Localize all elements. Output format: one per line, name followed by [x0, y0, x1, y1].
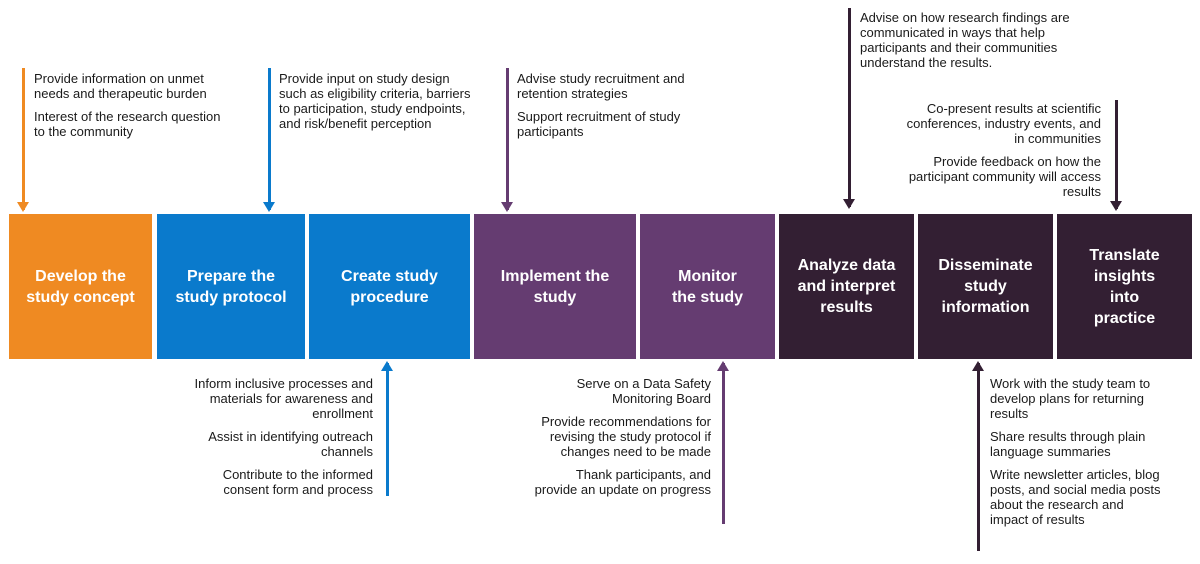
- note-analyze: Advise on how research findings are comm…: [860, 10, 1105, 78]
- note-item: Write newsletter articles, blog posts, a…: [990, 467, 1161, 527]
- step-implement-study: Implement the study: [474, 214, 636, 359]
- note-item: Share results through plain language sum…: [990, 429, 1146, 459]
- step-create-procedure: Create study procedure: [309, 214, 470, 359]
- note-item: Advise study recruitment and retention s…: [517, 71, 685, 101]
- note-disseminate: Work with the study team to develop plan…: [990, 376, 1165, 535]
- step-analyze-data: Analyze data and interpret results: [779, 214, 914, 359]
- note-item: Provide information on unmet needs and t…: [34, 71, 207, 101]
- arrow-down-implement: [501, 68, 513, 212]
- step-label: Create study procedure: [341, 267, 438, 306]
- note-procedure: Inform inclusive processes and materials…: [180, 376, 373, 505]
- step-label: Prepare the study protocol: [175, 267, 287, 306]
- step-label: Analyze data and interpret results: [797, 257, 896, 316]
- note-concept: Provide information on unmet needs and t…: [34, 71, 234, 147]
- note-item: Co-present results at scientific confere…: [906, 101, 1101, 146]
- note-item: Thank participants, and provide an updat…: [534, 467, 711, 497]
- step-label: Disseminate study information: [938, 257, 1033, 316]
- arrow-up-disseminate: [972, 361, 984, 551]
- arrow-down-protocol: [263, 68, 275, 212]
- step-label: Translate insights into practice: [1089, 246, 1160, 327]
- note-item: Support recruitment of study participant…: [517, 109, 681, 139]
- arrow-down-translate: [1110, 100, 1122, 211]
- arrow-up-monitor: [717, 361, 729, 524]
- arrow-down-analyze: [843, 8, 855, 209]
- note-protocol: Provide input on study design such as el…: [279, 71, 479, 139]
- step-develop-concept: Develop the study concept: [9, 214, 152, 359]
- note-item: Inform inclusive processes and materials…: [194, 376, 373, 421]
- note-item: Assist in identifying outreach channels: [208, 429, 373, 459]
- note-monitor: Serve on a Data Safety Monitoring Board …: [530, 376, 711, 505]
- step-label: Monitor the study: [671, 267, 744, 306]
- note-item: Work with the study team to develop plan…: [990, 376, 1151, 421]
- step-translate: Translate insights into practice: [1057, 214, 1192, 359]
- step-label: Develop the study concept: [26, 267, 135, 306]
- note-item: Advise on how research findings are comm…: [860, 10, 1070, 70]
- note-implement: Advise study recruitment and retention s…: [517, 71, 717, 147]
- note-item: Provide recommendations for revising the…: [541, 414, 711, 459]
- step-monitor-study: Monitor the study: [640, 214, 775, 359]
- note-item: Contribute to the informed consent form …: [222, 467, 373, 497]
- step-label: Implement the study: [500, 267, 610, 306]
- note-item: Provide feedback on how the participant …: [908, 154, 1101, 199]
- step-prepare-protocol: Prepare the study protocol: [157, 214, 305, 359]
- note-item: Serve on a Data Safety Monitoring Board: [576, 376, 711, 406]
- note-item: Provide input on study design such as el…: [279, 71, 471, 131]
- arrow-up-procedure: [381, 361, 393, 496]
- note-translate: Co-present results at scientific confere…: [895, 101, 1101, 207]
- note-item: Interest of the research question to the…: [34, 109, 221, 139]
- arrow-down-concept: [17, 68, 29, 212]
- step-disseminate: Disseminate study information: [918, 214, 1053, 359]
